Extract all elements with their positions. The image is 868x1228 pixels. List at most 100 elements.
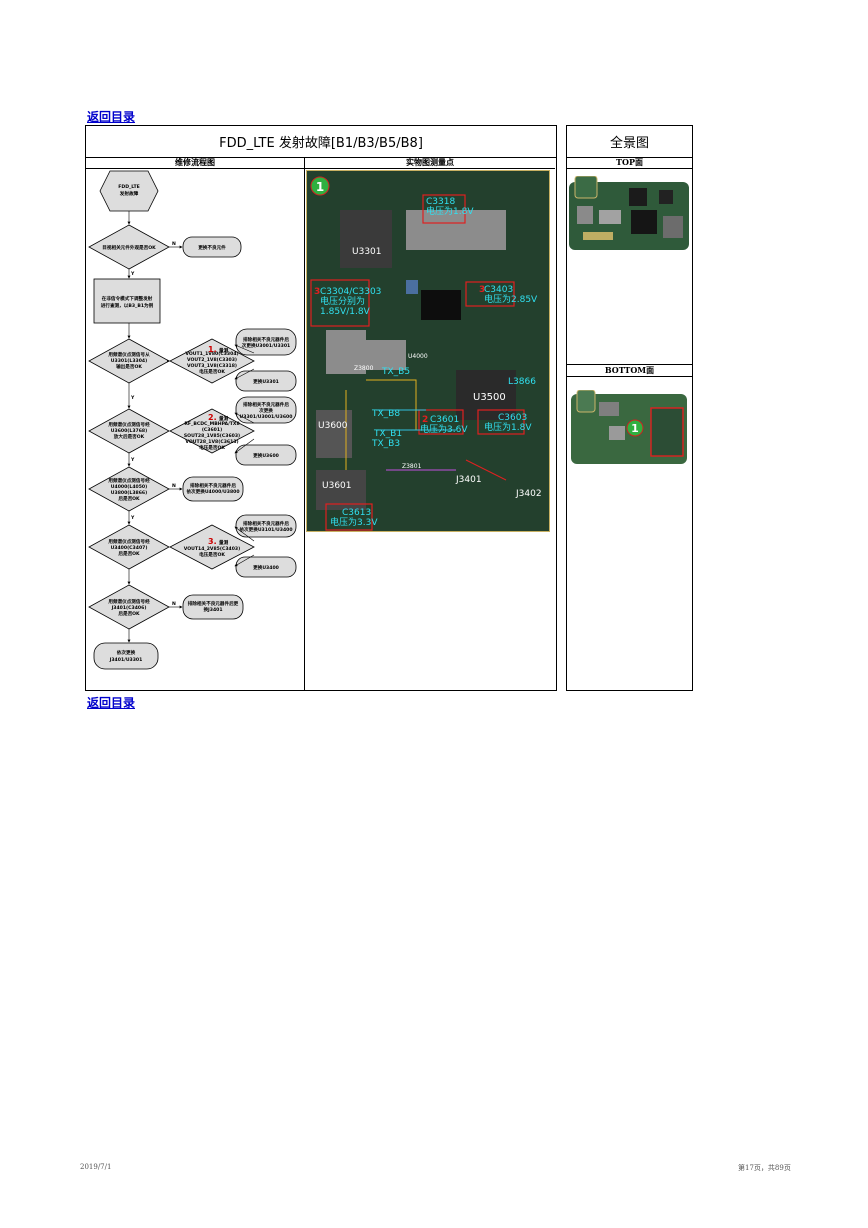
flow-action-6 [182,476,244,502]
footer-page-number: 第17页，共89页 [738,1164,791,1172]
flow-column-header: 维修流程图 [86,157,305,169]
note-3-line-1: C3403 [484,285,513,295]
flow-end [93,642,159,670]
flow-d4-line-2: U4000(L4050) [111,484,147,490]
note-6-line-1: C3613 [342,508,371,518]
flow-d3-line-3: 放大后是否OK [113,433,145,440]
chip-z3801: Z3801 [402,463,422,470]
flow-d5-line-2: U3400(C3407) [111,545,148,551]
note-4-line-2: 电压为3.6V [420,423,468,435]
flow-action-8 [235,556,297,578]
flow-v2-line-2: (C3601) [202,427,222,433]
flow-a6-line-2: 依次更换U4000/U3800 [186,488,239,495]
chip-j3401: J3401 [455,475,482,485]
chip-u3600: U3600 [318,421,348,431]
flow-p1-line-2: 进行查测，以B3_B1为例 [101,302,154,309]
overview-title: 全景图 [566,125,693,158]
footer-date: 2019/7/1 [80,1163,112,1171]
flow-a5-text: 更换U3600 [253,452,279,459]
flow-v1-line-4: 电压是否OK [199,368,225,375]
bottom-marker-1: 1 [631,422,639,435]
flow-process-test-mode [93,278,161,324]
flow-d4-line-3: U3800(L3866) [111,490,147,496]
flow-a7-line-1: 排除相关不良元器件后 [243,520,289,527]
back-to-index-link-top[interactable]: 返回目录 [87,110,136,124]
chip-u3500: U3500 [473,392,506,403]
chip-j3402: J3402 [515,489,542,499]
flow-d4-line-1: 用频谱仪点测信号经 [108,477,150,484]
flow-a2-line-1: 排除相关不良元器件后 [243,336,289,343]
flow-a9-line-1: 排除相关不良元器件后更 [188,600,239,607]
pcb-step-1: 3 [314,287,320,297]
chip-z3800: Z3800 [354,365,374,372]
signal-tx-b1: TX_B1 [373,429,402,439]
flow-action-4 [235,396,297,424]
flow-yes-2: Y [130,395,135,401]
flow-d2-line-3: 输出是否OK [116,363,142,370]
chip-u3601: U3601 [322,481,352,491]
flow-a7-line-2: 依次更换U3101/U3400 [239,526,292,533]
flow-start-line-1: FDD_LTE [118,184,140,190]
flow-yes-1: Y [130,271,135,277]
note-2-line-3: 1.85V/1.8V [320,307,371,317]
pcb-measurement-image: 1 U3301 U3500 U3600 U3601 U4000 Z3800 Z3… [306,170,550,532]
flow-no-4: N [172,483,176,489]
signal-tx-b5: TX_B5 [381,367,410,377]
flow-a9-line-2: 换J3401 [203,606,222,613]
flow-v2-line-4: VOUT28_1V8(C3613) [185,439,238,445]
flow-p1-line-1: 在非信令模式下调整发射 [102,295,153,302]
note-1-line-2: 电压为1.8V [426,205,474,217]
flow-action-7 [235,514,297,538]
flow-start-line-2: 发射故障 [119,190,139,197]
pcb-marker-1: 1 [316,180,324,194]
flow-action-replace [182,236,242,258]
page-title: FDD_LTE 发射故障[B1/B3/B5/B8] [85,125,557,158]
back-to-index-link-bottom[interactable]: 返回目录 [87,696,136,710]
flow-v1-line-2: VOUT2_1V8(C3303) [187,357,237,363]
top-board-image [569,176,689,250]
flow-a6-line-1: 排除相关不良元器件后 [190,482,236,489]
flow-d3-line-2: U3600(L3768) [111,428,147,434]
flow-a3-text: 更换U3301 [253,378,279,385]
flow-v3-line-1: VOUT14_2V85(C3403) [184,546,240,552]
flow-end-line-2: J3401/U3301 [109,657,143,663]
note-6-line-2: 电压为3.3V [330,516,378,528]
chip-u4000: U4000 [408,353,428,360]
top-view-header: TOP面 [567,157,692,169]
flow-v2-line-3: SOUT28_1V85(C3603) [184,433,240,439]
note-2-line-1: C3304/C3303 [320,287,381,297]
flow-v2-line-5: 电压是否OK [199,444,225,451]
measure-column-header: 实物图测量点 [305,157,555,169]
pcb-step-2: 2 [422,415,428,425]
bottom-view-header: BOTTOM面 [567,364,692,377]
flow-no-1: N [172,241,176,247]
note-5-line-1: C3603 [498,413,527,423]
bottom-board-image: 1 [571,390,687,464]
flow-voltage-check-1 [169,338,255,384]
signal-tx-b8: TX_B8 [371,409,400,419]
flow-d5-line-1: 用频谱仪点测信号经 [108,538,150,545]
flow-v1-line-1: VOUT1_1V80(C3304) [185,351,238,357]
flow-action-3 [235,370,297,392]
column-divider [304,157,305,690]
note-2-line-2: 电压分别为 [320,295,365,307]
flow-a2-line-2: 次更换U3001/U3301 [242,342,291,349]
step-2-word: 量测 [219,415,229,422]
flow-a4-line-1: 排除相关不良元器件后 [243,401,289,408]
flow-d2-line-2: U3301(L3304) [111,358,147,364]
flow-yes-3: Y [130,457,135,463]
flow-no-6: N [172,601,176,607]
step-1-number: 1. [208,345,217,354]
flow-d6-line-1: 用频谱仪点测信号经 [108,598,150,605]
chip-u3301: U3301 [352,247,382,257]
flow-d5-line-3: 后是否OK [118,550,140,557]
flow-action-9 [182,594,244,620]
flow-d2-line-1: 用频谱仪点测信号从 [108,351,150,358]
signal-tx-b3: TX_B3 [371,439,400,449]
flow-a4-line-2: 次更换 [259,407,273,414]
flow-a1-text: 更换不良元件 [198,244,226,251]
flow-v1-line-3: VOUT3_1V8(C3318) [187,363,237,369]
note-5-line-2: 电压为1.8V [484,421,532,433]
flow-d1-text: 目视相关元件外观是否OK [102,244,156,251]
flow-action-2 [235,328,297,356]
